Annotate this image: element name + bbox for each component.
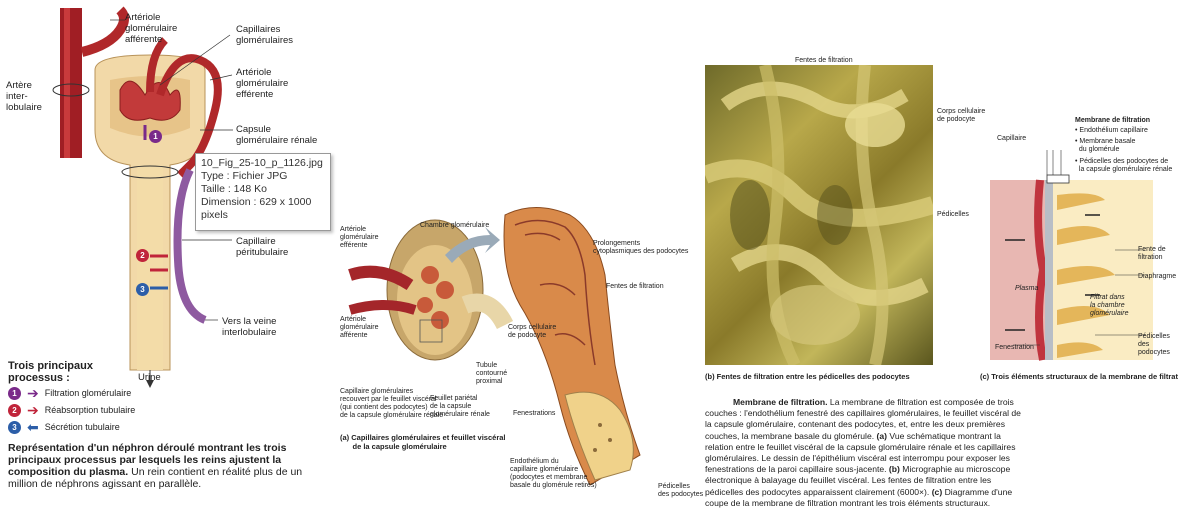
process-label: Réabsorption tubulaire — [45, 405, 136, 415]
caption-b: (b) Fentes de filtration entre les pédic… — [705, 372, 910, 381]
label-arteriole-afferente: Artériole glomérulaire afférente — [125, 12, 177, 45]
caption-a: (a) Capillaires glomérulaires et feuille… — [340, 433, 506, 451]
micrograph-texture — [705, 65, 933, 365]
label-mid-arteriole-afferente: Artériole glomérulaire afférente — [340, 316, 379, 340]
label-mid-pedicelles: Pédicelles des podocytes — [658, 483, 703, 499]
right-caption: Membrane de filtration. La membrane de f… — [705, 397, 1025, 509]
arrow-right-icon: ➔ — [27, 402, 39, 419]
label-micro-corps: Corps cellulaire de podocyte — [937, 108, 985, 124]
process-num: 3 — [8, 421, 21, 434]
right-caption-a: (a) — [877, 431, 888, 441]
label-mid-arteriole-efferente: Artériole glomérulaire efférente — [340, 226, 379, 250]
marker-2: 2 — [136, 249, 149, 262]
arrow-right-icon: ➔ — [27, 385, 39, 402]
label-artere: Artère inter- lobulaire — [6, 80, 42, 113]
label-mid-capillaires: Capillaire glomérulaires recouvert par l… — [340, 388, 443, 420]
label-mid-fenestrations: Fenestrations — [513, 410, 555, 418]
left-caption: Représentation d'un néphron déroulé mont… — [8, 442, 328, 490]
arrow-left-icon: ⬅ — [27, 419, 39, 436]
process-filtration: 1 ➔ Filtration glomérulaire — [8, 386, 131, 400]
label-veine: Vers la veine interlobulaire — [222, 316, 276, 338]
label-membrane-diaphragme: Diaphragme — [1138, 273, 1176, 281]
label-mid-endothelium: Endothélium du capillaire glomérulaire (… — [510, 458, 597, 490]
label-micro-top: Fentes de filtration — [795, 57, 853, 65]
label-membrane-capillaire: Capillaire — [997, 135, 1026, 143]
tooltip-dimension: Dimension : 629 x 1000 — [201, 196, 325, 209]
label-urine: Urine — [138, 372, 161, 383]
process-num: 1 — [8, 387, 21, 400]
label-membrane-fente: Fente de filtration — [1138, 246, 1166, 262]
label-mid-fentes: Fentes de filtration — [606, 283, 664, 291]
marker-3: 3 — [136, 283, 149, 296]
file-info-tooltip: 10_Fig_25-10_p_1126.jpg Type : Fichier J… — [195, 153, 331, 231]
process-secretion: 3 ⬅ Sécrétion tubulaire — [8, 420, 120, 434]
label-mid-feuillet: Feuillet pariétal de la capsule glomérul… — [430, 395, 490, 419]
label-membrane-title: Membrane de filtration — [1075, 117, 1150, 125]
label-membrane-pedicelles: Pédicelles des podocytes — [1138, 333, 1170, 357]
label-micro-pedicelles: Pédicelles — [937, 211, 969, 219]
label-mid-chambre: Chambre glomérulaire — [420, 222, 489, 230]
label-membrane-basale: • Membrane basale du glomérule — [1075, 138, 1135, 154]
right-caption-b: (b) — [889, 464, 900, 474]
tooltip-size: Taille : 148 Ko — [201, 183, 325, 196]
label-capsule: Capsule glomérulaire rénale — [236, 124, 317, 146]
label-membrane-filtrat: Filtrat dans la chambre glomérulaire — [1090, 294, 1129, 318]
process-label: Filtration glomérulaire — [45, 388, 132, 398]
process-label: Sécrétion tubulaire — [45, 422, 120, 432]
tooltip-type: Type : Fichier JPG — [201, 170, 325, 183]
right-caption-c: (c) — [932, 487, 943, 497]
label-mid-tubule: Tubule contourné proximal — [476, 362, 507, 386]
sem-micrograph — [705, 65, 933, 365]
label-mid-prolongements: Prolongements cytoplasmiques des podocyt… — [593, 240, 688, 256]
process-reabsorption: 2 ➔ Réabsorption tubulaire — [8, 403, 135, 417]
label-mid-corps: Corps cellulaire de podocyte — [508, 324, 556, 340]
tooltip-filename: 10_Fig_25-10_p_1126.jpg — [201, 157, 325, 170]
process-num: 2 — [8, 404, 21, 417]
processes-title: Trois principaux processus : — [8, 360, 93, 384]
label-arteriole-efferente: Artériole glomérulaire efférente — [236, 67, 288, 100]
tooltip-dimension-unit: pixels — [201, 209, 325, 222]
label-membrane-fenestration: Fenestration — [995, 344, 1034, 352]
label-membrane-endothelium: • Endothélium capillaire — [1075, 127, 1148, 135]
label-membrane-plasma: Plasma — [1015, 285, 1038, 293]
label-membrane-pedicelles-list: • Pédicelles des podocytes de la capsule… — [1075, 158, 1172, 174]
label-capillaire-peritubulaire: Capillaire péritubulaire — [236, 236, 288, 258]
right-caption-title: Membrane de filtration. — [733, 397, 828, 407]
marker-1: 1 — [149, 130, 162, 143]
caption-c: (c) Trois éléments structuraux de la mem… — [980, 372, 1178, 381]
label-capillaires-glomerulaires: Capillaires glomérulaires — [236, 24, 293, 46]
